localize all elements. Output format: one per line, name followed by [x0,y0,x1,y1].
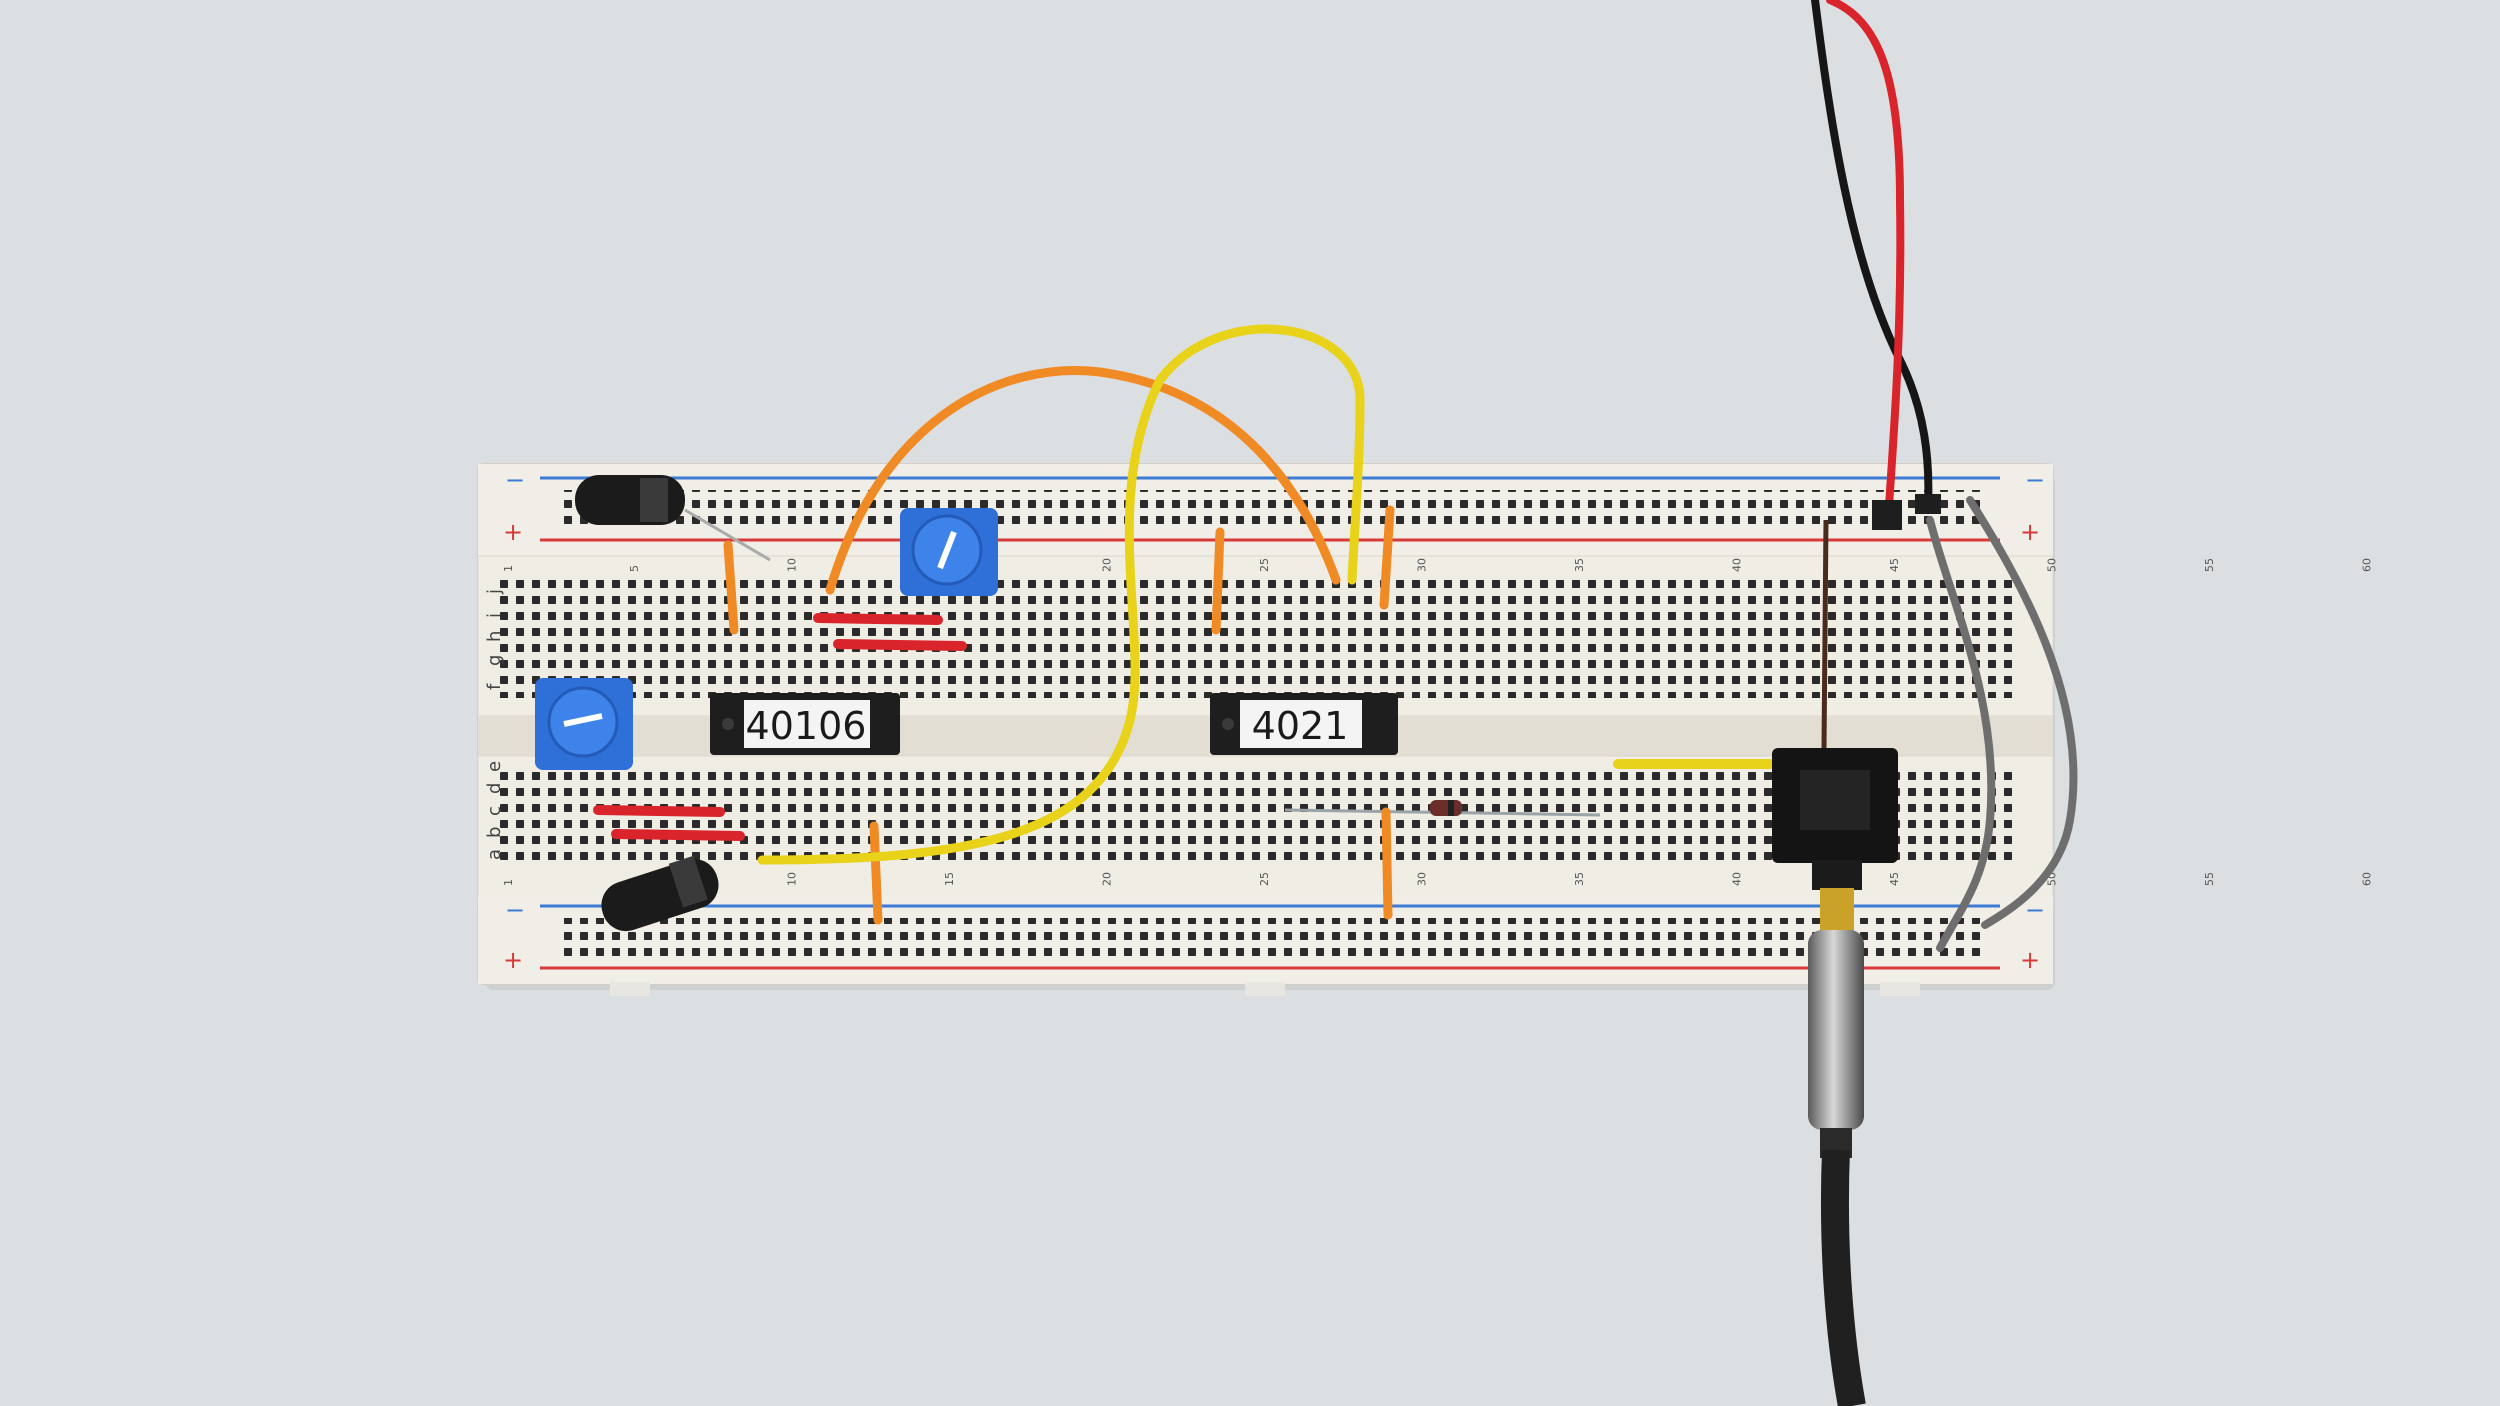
row-letter-j: j [484,589,505,595]
audio-plug-cable [1808,888,1866,1406]
column-number-bottom-55: 55 [2203,872,2216,886]
column-numbers-top: 151015202530354045505560 [502,558,2374,572]
column-number-top-1: 1 [502,565,515,572]
column-number-top-40: 40 [1731,558,1744,572]
row-letters-top: j i h g f [484,589,505,690]
rail-plus-top-left: + [503,518,523,546]
capacitor-bottom-left [601,855,719,932]
rail-minus-top-left: − [505,466,525,494]
audio-jack-socket [1772,519,1898,890]
chip-40106-label: 40106 [746,704,867,748]
column-number-bottom-30: 30 [1416,872,1429,886]
column-number-bottom-45: 45 [1888,872,1901,886]
row-letter-f: f [484,683,505,690]
row-letter-a: a [484,849,505,860]
column-number-top-55: 55 [2203,558,2216,572]
column-number-top-20: 20 [1101,558,1114,572]
row-letter-d: d [484,783,505,794]
jumper-wires-orange [723,505,1395,925]
potentiometer-bottom [535,678,633,770]
row-letter-c: c [484,806,505,816]
diode [1284,800,1601,817]
row-letter-b: b [484,827,505,838]
rail-plus-bottom-right: + [2020,946,2040,974]
rail-minus-bottom-right: − [2025,896,2045,924]
rail-minus-bottom-left: − [505,896,525,924]
column-number-bottom-20: 20 [1101,872,1114,886]
power-wires [1811,0,1941,530]
column-number-top-30: 30 [1416,558,1429,572]
column-number-bottom-60: 60 [2361,872,2374,886]
row-letter-i: i [484,613,505,618]
rail-plus-top-right: + [2020,518,2040,546]
column-numbers-bottom: 151015202530354045505560 [502,872,2374,886]
column-number-top-25: 25 [1258,558,1271,572]
column-number-bottom-15: 15 [943,872,956,886]
wire-yellow-loop [757,324,1365,865]
column-number-top-45: 45 [1888,558,1901,572]
row-letter-g: g [484,655,505,666]
column-number-top-60: 60 [2361,558,2374,572]
column-number-bottom-1: 1 [502,879,515,886]
column-number-bottom-25: 25 [1258,872,1271,886]
column-number-top-10: 10 [786,558,799,572]
row-letters-bottom: ed c ba [484,761,505,860]
column-number-bottom-10: 10 [786,872,799,886]
jumper-wires-red [593,613,967,841]
row-letter-h: h [484,631,505,642]
column-number-top-50: 50 [2046,558,2059,572]
column-number-bottom-40: 40 [1731,872,1744,886]
chip-4021: 4021 [1210,693,1398,755]
potentiometer-top [900,508,998,596]
column-number-top-35: 35 [1573,558,1586,572]
row-letter-e: e [484,761,505,772]
chip-4021-label: 4021 [1252,704,1349,748]
gray-wires [1926,496,2078,952]
rail-plus-bottom-left: + [503,946,523,974]
capacitor-top-left [575,475,771,562]
chip-40106: 40106 [710,693,900,755]
rail-minus-top-right: − [2025,466,2045,494]
wire-orange-arch [825,366,1341,595]
column-number-bottom-35: 35 [1573,872,1586,886]
column-number-top-5: 5 [628,565,641,572]
